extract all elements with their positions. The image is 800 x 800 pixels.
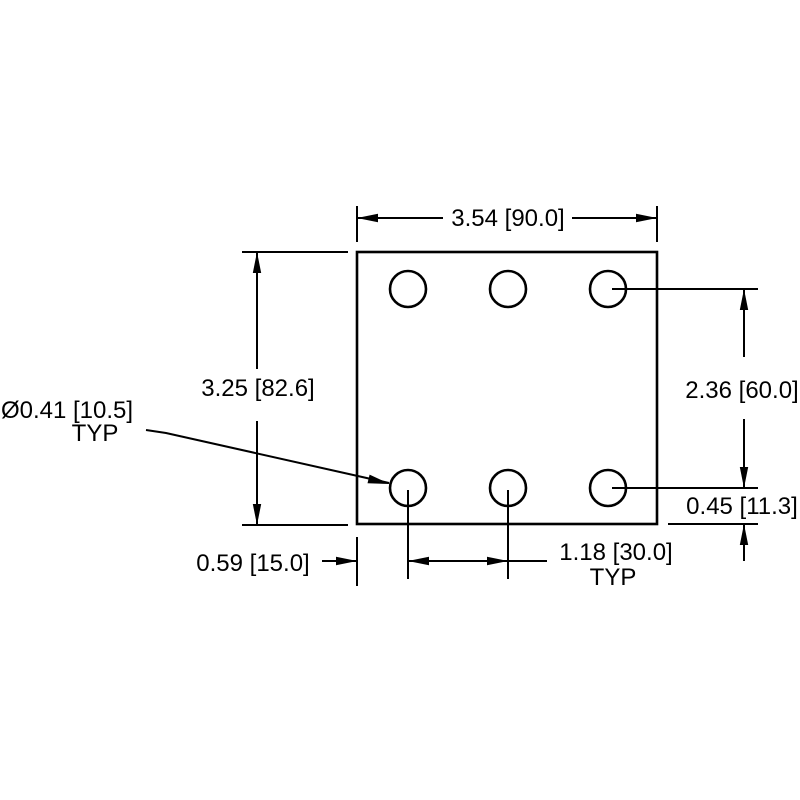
dim-bottom-edge-label: 0.45 [11.3] xyxy=(686,493,798,520)
arrowheads xyxy=(252,213,749,566)
hole-pattern xyxy=(388,269,628,508)
arrow-leftedge-right xyxy=(336,556,357,566)
extension-lines xyxy=(242,206,758,586)
plate-outline xyxy=(355,250,659,526)
arrow-width-left xyxy=(357,213,378,223)
arrow-height-bottom xyxy=(252,504,262,525)
arrow-hole-leader xyxy=(367,474,390,484)
arrow-colspacing-left xyxy=(408,556,429,566)
hole-top-center xyxy=(488,269,528,309)
hole-leader-line xyxy=(145,429,390,484)
arrow-rowspacing-top xyxy=(739,289,749,310)
arrow-bottomedge-up xyxy=(739,524,749,545)
dim-column-spacing-label: 1.18 [30.0] xyxy=(559,539,672,566)
hole-diameter-label: Ø0.41 [10.5] xyxy=(1,397,133,424)
dim-left-edge-label: 0.59 [15.0] xyxy=(196,550,309,577)
dim-width-label: 3.54 [90.0] xyxy=(451,205,564,232)
dim-height-label: 3.25 [82.6] xyxy=(201,375,314,402)
arrow-height-top xyxy=(252,252,262,273)
arrow-rowspacing-bottom xyxy=(739,467,749,488)
dim-row-spacing-label: 2.36 [60.0] xyxy=(685,377,798,404)
arrow-colspacing-right xyxy=(487,556,508,566)
dim-column-spacing-typ-label: TYP xyxy=(590,564,637,591)
hole-top-left xyxy=(388,269,428,309)
arrow-width-right xyxy=(636,213,657,223)
hole-diameter-typ-label: TYP xyxy=(72,420,119,447)
